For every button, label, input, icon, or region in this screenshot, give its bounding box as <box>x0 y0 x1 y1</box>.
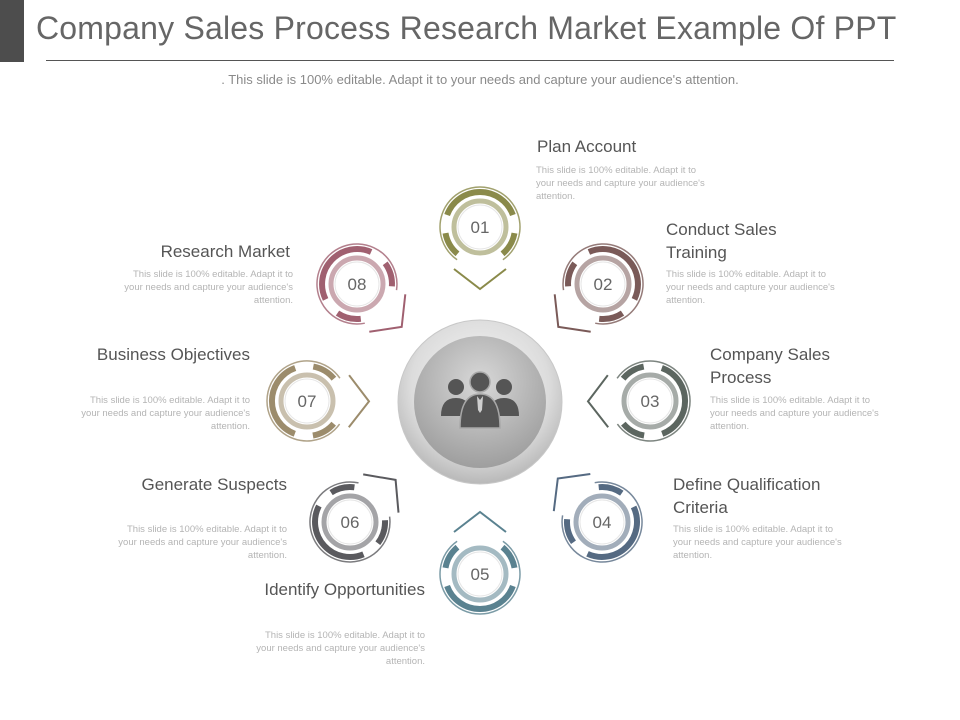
step-04-thick-arc <box>564 518 577 545</box>
step-03-node: 03 <box>586 360 691 442</box>
step-08-node: 08 <box>316 243 407 333</box>
step-01-title: Plan Account <box>537 137 637 156</box>
step-05-pointer <box>453 510 507 533</box>
step-01-thick-arc <box>444 188 516 217</box>
step-02-number: 02 <box>594 275 613 294</box>
step-07-pointer <box>348 374 371 428</box>
step-01-node: 01 <box>439 186 521 291</box>
step-06-title: Generate Suspects <box>141 475 287 494</box>
step-06-description: This slide is 100% editable. Adapt it to… <box>118 524 287 561</box>
step-04-node: 04 <box>552 473 643 563</box>
step-07-node: 07 <box>266 360 371 442</box>
step-03-title: Company Sales Process <box>710 345 831 387</box>
center-hub <box>397 319 563 485</box>
step-06-thick-arc <box>329 484 355 496</box>
step-07-number: 07 <box>298 392 317 411</box>
step-05-outer-ring <box>439 540 521 615</box>
step-04-title: Define Qualification Criteria <box>673 475 821 517</box>
step-07-title: Business Objectives <box>96 345 250 364</box>
step-08-number: 08 <box>348 275 367 294</box>
step-01-pointer <box>453 268 507 291</box>
step-06-core <box>327 499 373 545</box>
step-06-outer-ring <box>309 481 391 563</box>
step-01-thick-arc <box>442 232 460 257</box>
step-04-thick-arc <box>598 484 624 496</box>
step-06-node: 06 <box>309 473 400 563</box>
step-07-thick-arc <box>312 363 337 381</box>
step-04-thick-arc <box>586 505 640 560</box>
step-05-node: 05 <box>439 510 521 615</box>
step-02-node: 02 <box>553 243 644 333</box>
step-02-title: Conduct Sales Training <box>666 220 777 262</box>
step-03-thick-arc <box>621 421 645 439</box>
step-06-number: 06 <box>341 513 360 532</box>
step-07-description: This slide is 100% editable. Adapt it to… <box>81 395 250 432</box>
step-08-outer-ring <box>316 243 398 325</box>
step-05-number: 05 <box>471 565 490 584</box>
step-03-core <box>627 378 673 424</box>
step-01-core <box>457 204 503 250</box>
step-01-thick-arc <box>500 232 518 257</box>
step-03-thick-arc <box>620 363 645 381</box>
step-06-pointer <box>363 473 400 513</box>
step-08-core <box>334 261 380 307</box>
step-05-thick-arc <box>442 544 460 569</box>
step-01-description: This slide is 100% editable. Adapt it to… <box>536 165 705 202</box>
step-08-title: Research Market <box>160 242 290 261</box>
step-05-description: This slide is 100% editable. Adapt it to… <box>256 630 425 667</box>
step-08-thick-arc <box>335 310 362 322</box>
step-07-thick-arc <box>268 365 297 437</box>
title-corner-block <box>0 0 24 62</box>
step-02-core <box>580 261 626 307</box>
slide-subtitle: . This slide is 100% editable. Adapt it … <box>221 72 739 87</box>
step-08-pointer <box>369 294 407 333</box>
step-03-pointer <box>586 374 609 428</box>
step-02-thick-arc <box>587 246 641 301</box>
step-02-description: This slide is 100% editable. Adapt it to… <box>666 269 835 306</box>
step-03-description: This slide is 100% editable. Adapt it to… <box>710 395 879 432</box>
step-06-thick-arc <box>375 520 389 546</box>
step-04-outer-ring <box>561 481 643 563</box>
step-02-pointer <box>553 294 591 333</box>
step-01-number: 01 <box>471 218 490 237</box>
step-03-thick-arc <box>660 365 689 437</box>
step-07-thick-arc <box>312 421 336 439</box>
step-08-thick-arc <box>319 246 373 301</box>
step-07-core <box>284 378 330 424</box>
step-08-description: This slide is 100% editable. Adapt it to… <box>124 269 293 306</box>
step-04-number: 04 <box>593 513 612 532</box>
step-06-thick-arc <box>312 504 365 560</box>
step-04-core <box>579 499 625 545</box>
step-02-thick-arc <box>565 261 578 287</box>
step-02-thick-arc <box>598 310 625 322</box>
step-02-outer-ring <box>562 243 644 325</box>
step-04-description: This slide is 100% editable. Adapt it to… <box>673 524 842 561</box>
title-divider <box>46 60 894 61</box>
step-05-core <box>457 551 503 597</box>
people-group-icon <box>441 371 519 429</box>
slide-title: Company Sales Process Research Market Ex… <box>36 10 897 46</box>
step-08-thick-arc <box>382 261 395 287</box>
step-03-number: 03 <box>641 392 660 411</box>
step-07-outer-ring <box>266 360 341 442</box>
step-05-thick-arc <box>500 544 518 569</box>
step-05-title: Identify Opportunities <box>264 580 425 599</box>
step-01-outer-ring <box>439 186 521 261</box>
step-04-pointer <box>552 473 591 512</box>
step-05-thick-arc <box>444 584 516 613</box>
step-03-outer-ring <box>616 360 691 442</box>
